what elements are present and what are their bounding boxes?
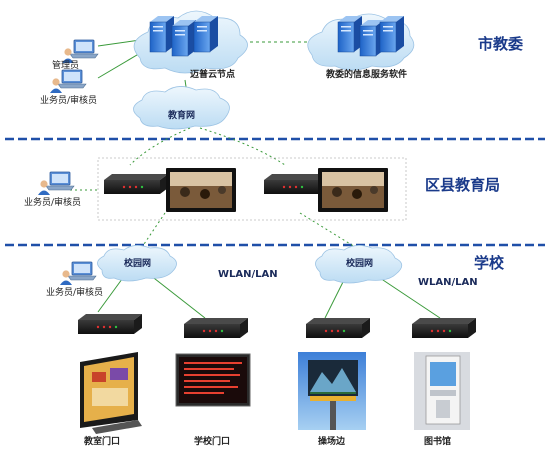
school-gate-led-board-icon: [175, 353, 251, 407]
school-recorder-2-icon: [184, 318, 248, 338]
wlan-right-label: WLAN/LAN: [418, 277, 478, 288]
classroom-screen-icon: [80, 352, 142, 434]
connection-lines: [70, 39, 441, 319]
district-recorder-left-icon: [104, 174, 168, 194]
auditor-mid-laptop-icon: [38, 171, 75, 195]
school-recorder-3-icon: [306, 318, 370, 338]
district-monitor-right-icon: [318, 168, 388, 212]
region-city-label: 市教委: [478, 35, 524, 53]
region-school-label: 学校: [474, 254, 505, 272]
auditor-mid-label: 业务员/审核员: [24, 198, 82, 208]
playground-outdoor-screen-icon: [298, 352, 366, 430]
district-group-frame: [97, 157, 407, 221]
cloud-node-icon: [133, 10, 248, 74]
school-recorder-4-icon: [412, 318, 476, 338]
auditor-low-label: 业务员/审核员: [46, 288, 104, 298]
cloud-node-label: 迈普云节点: [190, 70, 236, 80]
dev-classroom-label: 教室门口: [84, 437, 121, 447]
auditor-top-laptop-icon: [50, 69, 87, 93]
dev-playground-label: 操场边: [318, 437, 346, 447]
school-recorder-1-icon: [78, 314, 142, 334]
edu-net-cloud-icon: [133, 86, 230, 130]
library-kiosk-icon: [414, 352, 470, 430]
info-server-label: 教委的信息服务软件: [326, 70, 408, 80]
wlan-left-label: WLAN/LAN: [218, 269, 278, 280]
campus-net-right-cloud-icon: [315, 245, 403, 284]
admin-laptop-icon: [62, 39, 99, 63]
auditor-top-label: 业务员/审核员: [40, 96, 98, 106]
campus-net-left-cloud-icon: [97, 245, 177, 282]
region-district-label: 区县教育局: [425, 176, 501, 194]
dev-library-label: 图书馆: [424, 437, 452, 447]
admin-label: 管理员: [52, 61, 80, 71]
campus-net-left-label: 校园网: [124, 259, 152, 269]
edu-net-label: 教育网: [168, 111, 196, 121]
dev-school-gate-label: 学校门口: [194, 437, 231, 447]
district-monitor-left-icon: [166, 168, 236, 212]
info-server-cloud-icon: [307, 13, 415, 71]
campus-net-right-label: 校园网: [346, 259, 374, 269]
auditor-low-laptop-icon: [60, 261, 97, 285]
